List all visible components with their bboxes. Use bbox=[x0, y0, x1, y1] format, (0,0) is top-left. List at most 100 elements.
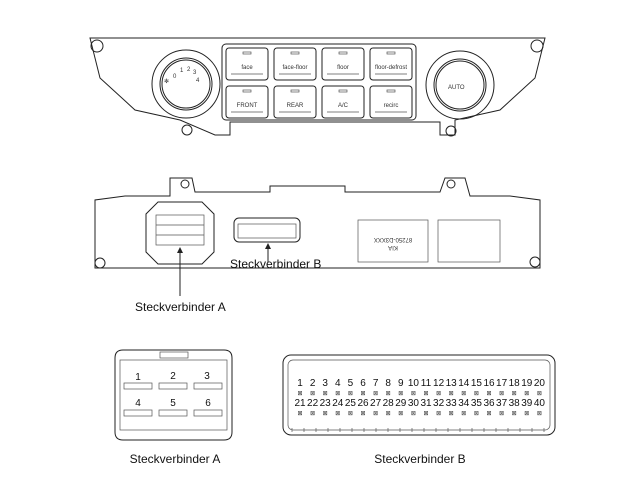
pin-b-37: 37 bbox=[496, 398, 508, 409]
mount-hole-icon bbox=[181, 124, 193, 136]
button-recirc[interactable]: recirc bbox=[369, 85, 413, 119]
pin-b-25: 25 bbox=[345, 398, 357, 409]
pin-b-11: 11 bbox=[421, 378, 432, 389]
connector-a-caption: Steckverbinder A bbox=[130, 452, 221, 466]
pin-b-14: 14 bbox=[458, 378, 470, 389]
pin-b-23: 23 bbox=[320, 398, 332, 409]
pin-cavity-icon: ⊠ bbox=[323, 391, 328, 397]
pin-b-4: 4 bbox=[335, 378, 341, 389]
pin-a-5: 5 bbox=[170, 398, 176, 409]
pin-b-7: 7 bbox=[373, 378, 379, 389]
pin-a-4: 4 bbox=[135, 398, 141, 409]
pin-cavity-icon: ⊠ bbox=[436, 411, 441, 417]
pin-cavity-icon: ⊠ bbox=[398, 391, 403, 397]
callout-label-b: Steckverbinder B bbox=[230, 257, 321, 271]
pin-cavity-icon: ⊠ bbox=[486, 411, 491, 417]
connector-a-socket bbox=[145, 201, 215, 265]
pin-b-3: 3 bbox=[322, 378, 328, 389]
pin-b-21: 21 bbox=[294, 398, 306, 409]
pin-b-12: 12 bbox=[433, 378, 445, 389]
pin-cavity-icon: ⊠ bbox=[310, 391, 315, 397]
pin-cavity-icon: ⊠ bbox=[373, 391, 378, 397]
button-floor-defrost[interactable]: floor-defrost bbox=[369, 47, 413, 81]
pin-b-20: 20 bbox=[534, 378, 546, 389]
pin-cavity-icon: ⊠ bbox=[449, 391, 454, 397]
pin-b-22: 22 bbox=[307, 398, 319, 409]
button-face-floor[interactable]: face-floor bbox=[273, 47, 317, 81]
pin-b-36: 36 bbox=[483, 398, 495, 409]
pin-a-6: 6 bbox=[205, 398, 211, 409]
fan-speed-4: 4 bbox=[196, 78, 200, 84]
pin-b-19: 19 bbox=[521, 378, 533, 389]
pin-cavity-icon: ⊠ bbox=[461, 411, 466, 417]
pin-cavity-icon: ⊠ bbox=[486, 391, 491, 397]
mount-hole-icon bbox=[446, 179, 456, 189]
fan-dial[interactable] bbox=[151, 49, 221, 119]
pin-cavity-icon: ⊠ bbox=[348, 391, 353, 397]
pin-cavity-icon: ⊠ bbox=[398, 411, 403, 417]
button-rear[interactable]: REAR bbox=[273, 85, 317, 119]
pin-b-35: 35 bbox=[471, 398, 483, 409]
button-label: REAR bbox=[287, 103, 304, 109]
button-front[interactable]: FRONT bbox=[225, 85, 269, 119]
pin-b-17: 17 bbox=[496, 378, 508, 389]
pin-cavity-icon: ⊠ bbox=[537, 391, 542, 397]
fan-speed-2: 2 bbox=[187, 67, 191, 73]
pin-cavity-icon: ⊠ bbox=[524, 391, 529, 397]
button-label: FRONT bbox=[237, 103, 258, 109]
pin-cavity-icon: ⊠ bbox=[411, 391, 416, 397]
callout-label-a: Steckverbinder A bbox=[135, 300, 226, 314]
pin-cavity-icon: ⊠ bbox=[297, 411, 302, 417]
pin-b-18: 18 bbox=[509, 378, 521, 389]
pin-b-15: 15 bbox=[471, 378, 483, 389]
fan-icon: ✻ bbox=[164, 78, 169, 85]
fan-speed-0: 0 bbox=[173, 74, 177, 80]
pin-cavity-icon: ⊠ bbox=[537, 411, 542, 417]
pin-cavity-icon: ⊠ bbox=[423, 391, 428, 397]
pin-cavity-icon: ⊠ bbox=[461, 391, 466, 397]
pin-a-1: 1 bbox=[135, 372, 141, 383]
connector-a-detail: 1 2 3 4 5 6 Steckverbinder A bbox=[114, 349, 233, 466]
pin-cavity-icon: ⊠ bbox=[436, 391, 441, 397]
connector-b-socket bbox=[233, 217, 301, 243]
pin-cavity-icon: ⊠ bbox=[360, 411, 365, 417]
mount-hole-icon bbox=[530, 39, 544, 53]
temperature-dial[interactable] bbox=[425, 50, 495, 120]
pin-b-34: 34 bbox=[458, 398, 470, 409]
pin-cavity-icon: ⊠ bbox=[310, 411, 315, 417]
button-a-c[interactable]: A/C bbox=[321, 85, 365, 119]
pin-b-10: 10 bbox=[408, 378, 420, 389]
pin-b-26: 26 bbox=[357, 398, 369, 409]
pin-b-32: 32 bbox=[433, 398, 445, 409]
pin-b-1: 1 bbox=[297, 378, 303, 389]
mount-hole-icon bbox=[90, 39, 104, 53]
pin-cavity-icon: ⊠ bbox=[373, 411, 378, 417]
pin-cavity-icon: ⊠ bbox=[499, 391, 504, 397]
pin-b-31: 31 bbox=[420, 398, 432, 409]
pin-cavity-icon: ⊠ bbox=[512, 411, 517, 417]
button-label: floor bbox=[337, 65, 349, 71]
pin-b-9: 9 bbox=[398, 378, 404, 389]
connector-b-detail: 1⊠2⊠3⊠4⊠5⊠6⊠7⊠8⊠9⊠10⊠11⊠12⊠13⊠14⊠15⊠16⊠1… bbox=[282, 354, 556, 466]
pin-cavity-icon: ⊠ bbox=[348, 411, 353, 417]
button-face[interactable]: face bbox=[225, 47, 269, 81]
pin-cavity-icon: ⊠ bbox=[335, 391, 340, 397]
pin-cavity-icon: ⊠ bbox=[423, 411, 428, 417]
pin-a-2: 2 bbox=[170, 371, 176, 382]
part-label bbox=[357, 219, 429, 263]
button-label: floor-defrost bbox=[375, 65, 407, 71]
button-label: face-floor bbox=[282, 65, 307, 71]
connector-b-caption: Steckverbinder B bbox=[374, 452, 465, 466]
pin-b-39: 39 bbox=[521, 398, 533, 409]
pin-cavity-icon: ⊠ bbox=[474, 391, 479, 397]
pin-a-3: 3 bbox=[204, 371, 210, 382]
mount-hole-icon bbox=[445, 125, 457, 137]
pin-b-2: 2 bbox=[310, 378, 316, 389]
pin-cavity-icon: ⊠ bbox=[386, 411, 391, 417]
button-floor[interactable]: floor bbox=[321, 47, 365, 81]
pin-cavity-icon: ⊠ bbox=[323, 411, 328, 417]
pin-b-38: 38 bbox=[509, 398, 521, 409]
fan-speed-3: 3 bbox=[193, 70, 197, 76]
